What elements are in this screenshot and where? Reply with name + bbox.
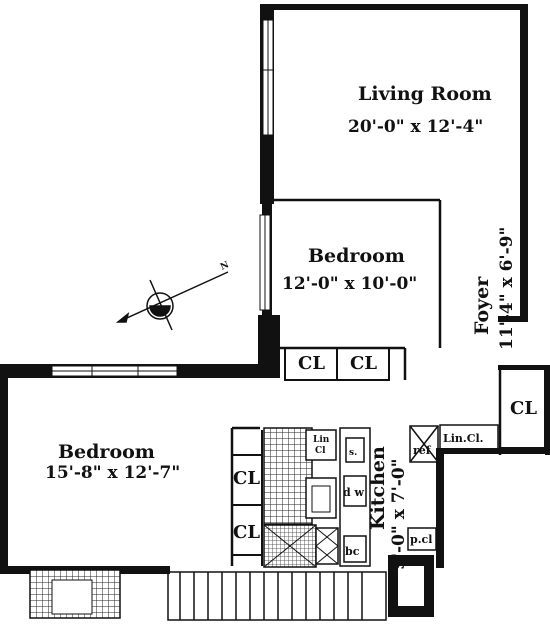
- compass-rose: [115, 271, 229, 331]
- bc-label: bc: [345, 545, 360, 558]
- closet-label-2: CL: [350, 353, 377, 374]
- compass-north-label: N: [219, 260, 231, 273]
- closet-label-bed-1: CL: [233, 468, 260, 489]
- foyer-dims: 11'-4" x 6'-9": [497, 227, 517, 350]
- kitchen-fixtures: [339, 425, 439, 567]
- bedroom-lower-dims: 15'-8" x 12'-7": [45, 463, 180, 483]
- exterior-stair: [167, 571, 387, 621]
- closet-label-1: CL: [298, 353, 325, 374]
- closet-label-foyer: CL: [510, 398, 537, 419]
- bedroom-lower-closets: [232, 430, 263, 566]
- living-room-window: [262, 19, 274, 136]
- bath-linen-label-1: Lin: [313, 435, 330, 445]
- living-room-dims: 20'-0" x 12'-4": [348, 117, 483, 137]
- bedroom-lower-name: Bedroom: [58, 441, 155, 463]
- sink-label: s.: [349, 448, 357, 458]
- dishwasher-label: d w: [343, 486, 365, 499]
- foyer-closet: [499, 367, 546, 449]
- column-inner: [398, 566, 424, 606]
- bathroom: [263, 427, 339, 568]
- bedroom-upper-dims: 12'-0" x 10'-0": [282, 274, 417, 294]
- bedroom-upper-name: Bedroom: [308, 245, 405, 267]
- foyer-linen-closet: [439, 424, 499, 450]
- ref-label: ref: [413, 444, 432, 457]
- kitchen-dims: 9'-0" x 7'-0": [389, 458, 409, 570]
- living-room-name: Living Room: [358, 83, 492, 105]
- bedroom-lower-window: [51, 365, 178, 377]
- closet-label-bed-2: CL: [233, 522, 260, 543]
- bath-linen-label-2: Cl: [315, 446, 326, 456]
- foyer-name: Foyer: [471, 276, 493, 335]
- bedroom-upper-window: [259, 214, 271, 311]
- kitchen-name: Kitchen: [367, 446, 389, 530]
- linen-closet-label: Lin.Cl.: [443, 432, 484, 445]
- bedroom-closets: [284, 347, 390, 381]
- landing-inner: [51, 579, 93, 615]
- pantry-closet-label: p.cl: [410, 533, 432, 546]
